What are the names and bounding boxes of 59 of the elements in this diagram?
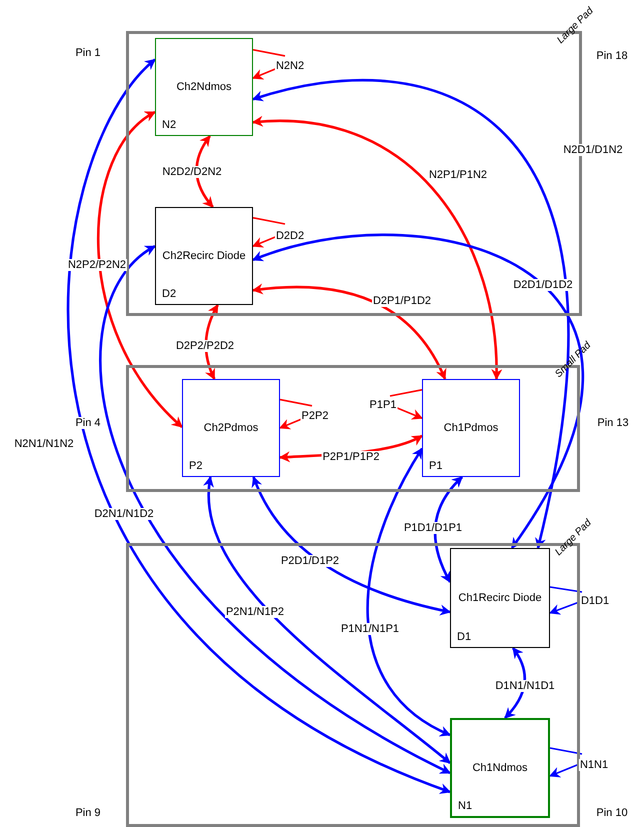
edge-label: P2P2 <box>300 410 330 422</box>
terminal-label: N1 <box>458 800 472 812</box>
terminal-label: P2 <box>189 460 202 472</box>
terminal-label: N2 <box>162 119 176 131</box>
component-name: Ch1Ndmos <box>471 762 529 774</box>
component-box <box>155 38 253 136</box>
edge-label: P1N1/N1P1 <box>340 623 400 635</box>
connector-arrow <box>548 747 583 778</box>
component-box <box>182 379 280 477</box>
connector-arrow <box>252 284 446 380</box>
edge-label: D2D1/D1D2 <box>512 279 574 291</box>
component-name: Ch1Pdmos <box>442 422 500 434</box>
connector-arrow <box>252 80 570 550</box>
edge-label: D2P1/P1D2 <box>372 295 432 307</box>
pin-label: Pin 4 <box>75 417 101 429</box>
connector-arrow <box>66 58 451 794</box>
edge-label: N2P2/P2N2 <box>66 259 128 271</box>
connector-arrow <box>97 110 183 428</box>
edge-label: N2D1/D1N2 <box>562 144 624 156</box>
component-name: Ch2Pdmos <box>202 422 260 434</box>
edge-label: D2N1/N1D2 <box>93 508 155 520</box>
pin-label: Pin 13 <box>597 417 629 429</box>
component-box <box>422 379 520 477</box>
connector-arrow <box>252 476 452 616</box>
edge-label: N2P1/P1N2 <box>428 169 488 181</box>
connector-arrow <box>548 586 583 615</box>
edge-label: N1N1 <box>578 759 610 771</box>
edge-label: D1D1 <box>580 595 610 607</box>
connector-arrow <box>252 234 584 549</box>
component-name: Ch2Recirc Diode <box>161 250 247 262</box>
terminal-label: P1 <box>429 460 442 472</box>
component-box <box>450 718 550 818</box>
pin-label: Pin 10 <box>596 807 628 819</box>
component-name: Ch1Recirc Diode <box>457 592 543 604</box>
edge-label: N2N1/N1N2 <box>13 438 75 450</box>
edge-label: P2P1/P1P2 <box>322 451 380 463</box>
terminal-label: D2 <box>162 288 176 300</box>
edge-label: P1P1 <box>368 399 398 411</box>
edge-label: D1N1/N1D1 <box>494 680 556 692</box>
edge-label: D2P2/P2D2 <box>174 340 236 352</box>
connector-arrow <box>204 304 219 380</box>
edge-label: D2D2 <box>274 230 306 242</box>
edge-label: N2N2 <box>274 60 306 72</box>
pin-label: Pin 9 <box>75 807 101 819</box>
component-name: Ch2Ndmos <box>175 81 233 93</box>
pin-label: Pin 1 <box>75 47 101 59</box>
edge-label: P1D1/D1P1 <box>402 522 464 534</box>
component-box <box>450 548 550 648</box>
terminal-label: D1 <box>457 631 472 643</box>
connector-arrow <box>366 448 451 736</box>
connector-arrow <box>99 245 451 774</box>
connector-arrow <box>204 476 451 764</box>
component-box <box>155 207 253 305</box>
connector-arrow <box>252 116 502 380</box>
connector-arrow <box>434 476 464 583</box>
edge-label: P2N1/N1P2 <box>224 606 286 618</box>
pin-label: Pin 18 <box>596 50 628 62</box>
edge-label: N2D2/D2N2 <box>161 166 223 178</box>
edge-label: P2D1/D1P2 <box>280 555 340 567</box>
